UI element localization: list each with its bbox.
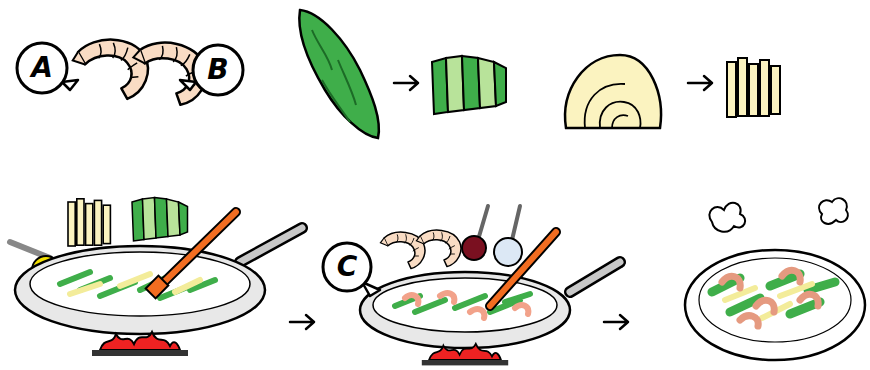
- callout-letter: C: [327, 247, 367, 287]
- callout-letter: A: [22, 48, 62, 88]
- callout-letter: B: [198, 50, 238, 90]
